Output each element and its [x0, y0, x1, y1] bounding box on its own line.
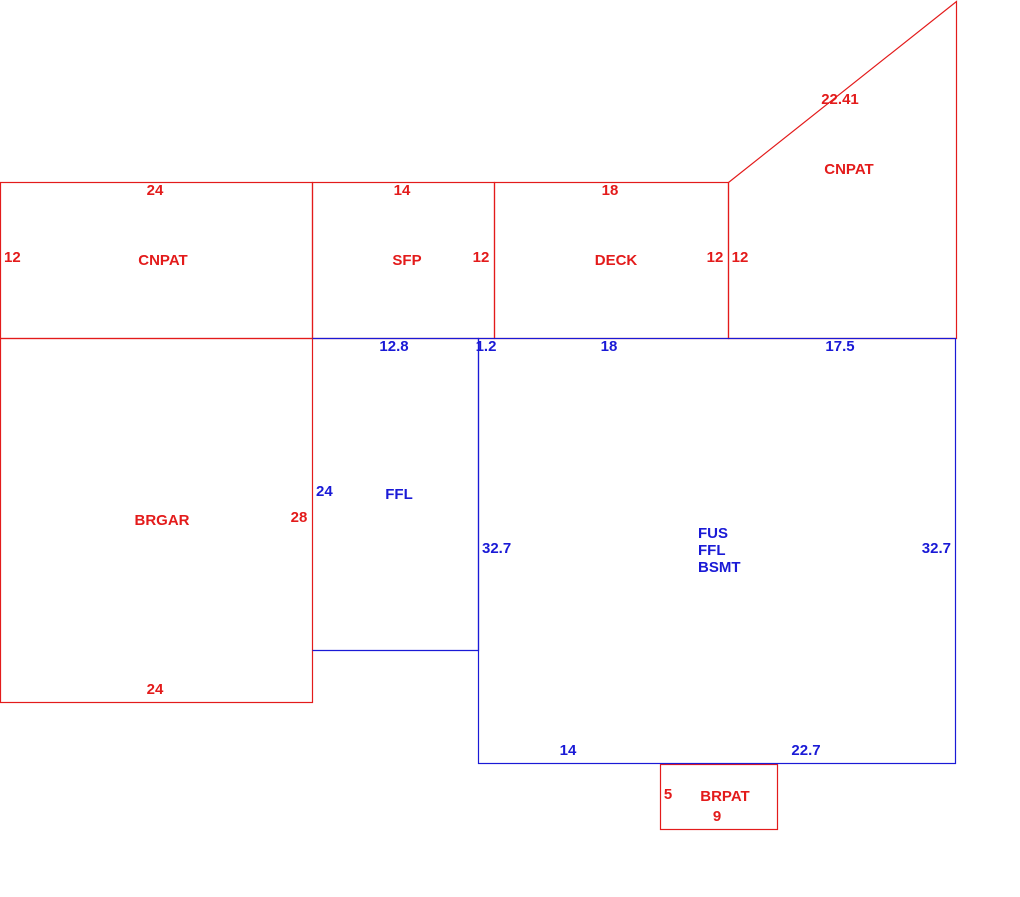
main-top-dimension-c: 17.5 [825, 338, 854, 355]
main-label-line-3: BSMT [698, 559, 741, 576]
brgar-label: BRGAR [135, 512, 190, 529]
brpat-bottom-dimension: 9 [713, 808, 721, 825]
main-top-dimension-a: 1.2 [476, 338, 497, 355]
sfp-right-dimension: 12 [473, 249, 490, 266]
brpat-outline [659, 763, 779, 831]
deck-label: DECK [595, 252, 638, 269]
brgar-outline [0, 337, 314, 704]
ffl-wing-left-dimension: 24 [316, 483, 333, 500]
cnpat-west-label: CNPAT [138, 252, 187, 269]
cnpat-east-left-dimension: 12 [732, 249, 749, 266]
ffl-wing-top-dimension: 12.8 [379, 338, 408, 355]
cnpat-east-label: CNPAT [824, 161, 873, 178]
cnpat-east-outline [727, 0, 958, 340]
main-bottom-dimension-a: 14 [560, 742, 577, 759]
cnpat-west-top-dimension: 24 [147, 182, 164, 199]
deck-right-dimension: 12 [707, 249, 724, 266]
brgar-bottom-dimension: 24 [147, 681, 164, 698]
main-house-outline [477, 337, 957, 765]
cnpat-east-diagonal-dimension: 22.41 [821, 91, 859, 108]
main-label-line-1: FUS [698, 525, 728, 542]
brpat-left-dimension: 5 [664, 786, 672, 803]
cnpat-west-left-dimension: 12 [4, 249, 21, 266]
sfp-label: SFP [392, 252, 421, 269]
main-top-dimension-b: 18 [601, 338, 618, 355]
brpat-label: BRPAT [700, 788, 749, 805]
ffl-wing-label: FFL [385, 486, 413, 503]
sfp-top-dimension: 14 [394, 182, 411, 199]
main-left-dimension: 32.7 [482, 540, 511, 557]
main-label-line-2: FFL [698, 542, 726, 559]
main-bottom-dimension-b: 22.7 [791, 742, 820, 759]
deck-top-dimension: 18 [602, 182, 619, 199]
brgar-right-dimension: 28 [291, 509, 308, 526]
main-right-dimension: 32.7 [922, 540, 951, 557]
